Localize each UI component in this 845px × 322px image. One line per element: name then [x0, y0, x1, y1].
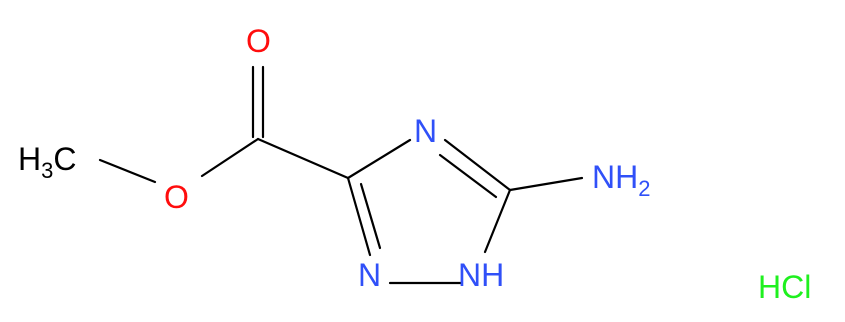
ring-n4-label: N [414, 113, 437, 149]
bond-c3-n4 [346, 138, 412, 180]
bond-n2-c3-b [359, 182, 382, 250]
bond-n4-c5-b [438, 153, 498, 199]
bond-c5-amino [508, 176, 584, 192]
ring-n1h-label: NH [458, 257, 504, 293]
bond-carbonyl-ring-carbon [256, 137, 350, 180]
atom-labels: H3C O O N N NH NH2 HCl [18, 23, 811, 305]
bonds [98, 65, 584, 285]
bond-n4-c5-a [443, 138, 512, 192]
amino-label: NH2 [592, 159, 650, 201]
salt-label: HCl [758, 269, 811, 305]
bond-c5-n1 [483, 188, 512, 254]
bond-oxygen-carbonyl-carbon [200, 137, 260, 178]
carbonyl-oxygen-label: O [246, 23, 271, 59]
methyl-label: H3C [18, 141, 76, 183]
ester-oxygen-label: O [164, 179, 189, 215]
ring-n2-label: N [358, 257, 381, 293]
bond-n2-c3-a [346, 176, 372, 257]
bond-methyl-oxygen [98, 158, 157, 184]
